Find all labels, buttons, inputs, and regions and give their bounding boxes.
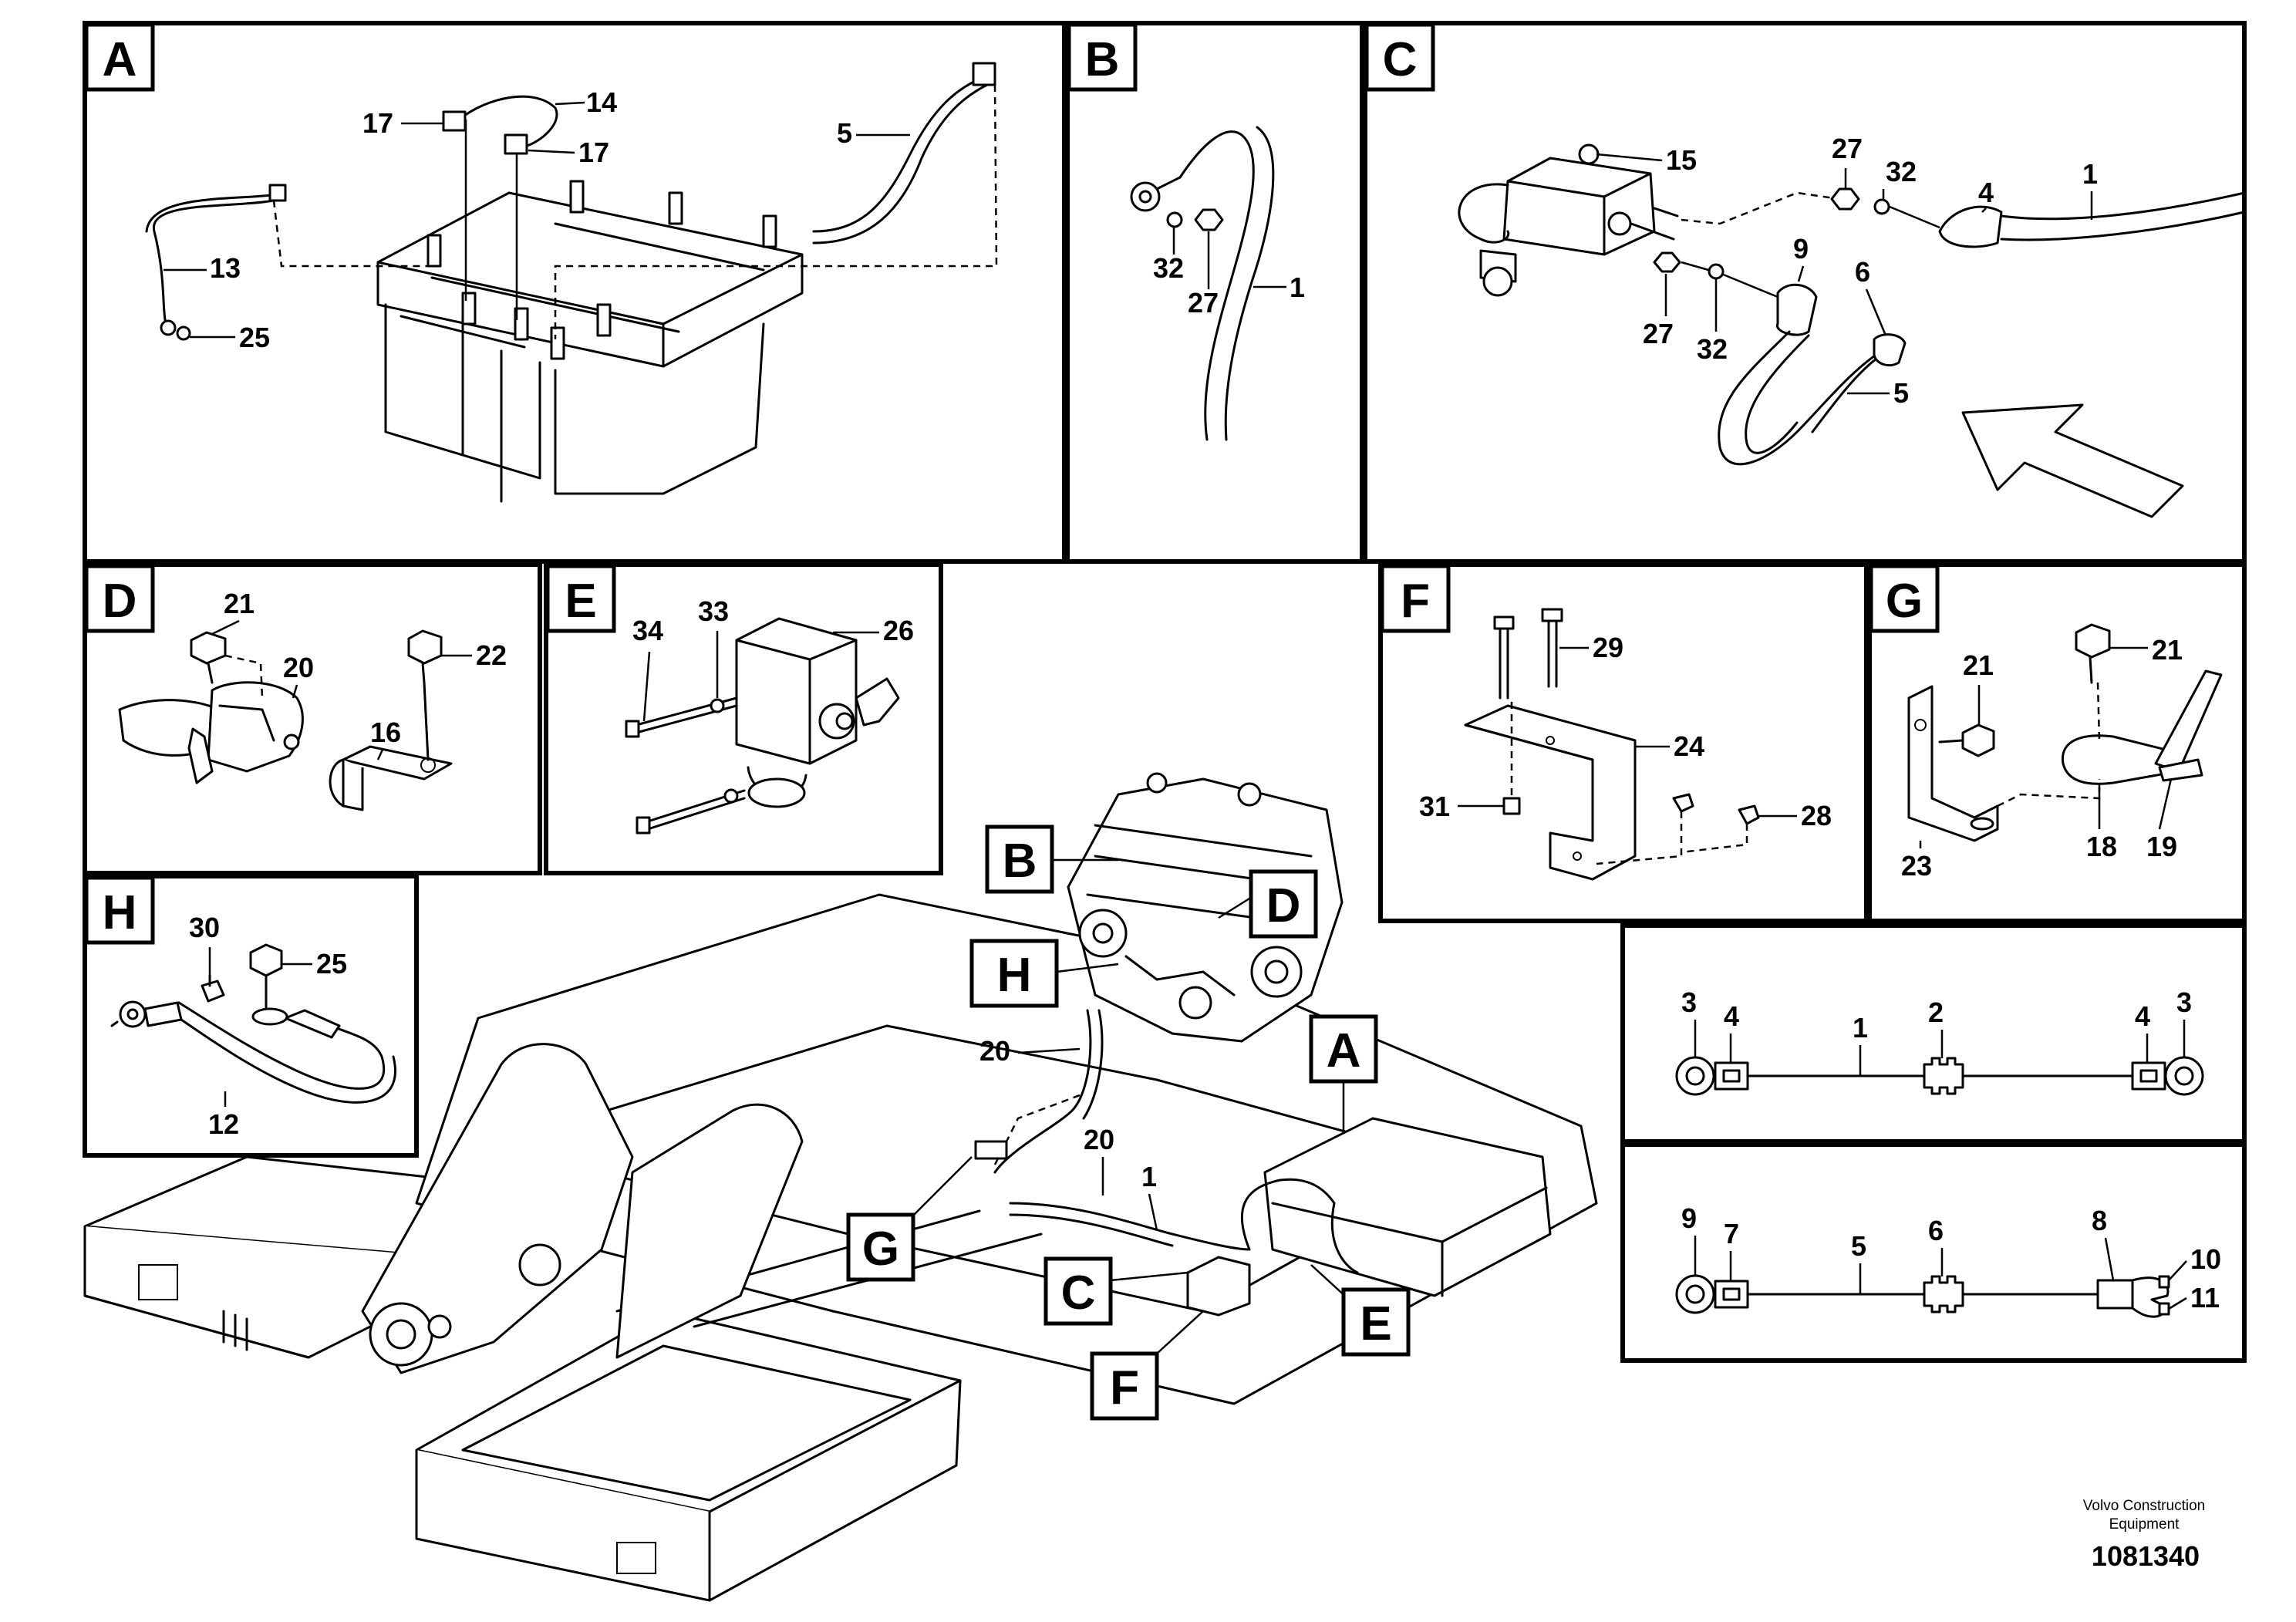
callout-20-d: 20 xyxy=(283,652,314,683)
callout-24: 24 xyxy=(1674,730,1704,762)
callout-8: 8 xyxy=(2092,1205,2107,1236)
section-f-label: F xyxy=(1401,575,1430,628)
panel-h-callouts: 30 25 12 xyxy=(189,912,347,1140)
callout-11: 11 xyxy=(2190,1282,2220,1313)
section-labels: A B C D E F G H B D H A G C E F xyxy=(84,22,1940,1421)
callout-32-lower: 32 xyxy=(1697,333,1728,365)
callout-2: 2 xyxy=(1928,996,1944,1028)
callout-1-c: 1 xyxy=(2082,158,2098,190)
panel-g-bracket-clamp xyxy=(1907,623,2223,842)
callout-7: 7 xyxy=(1724,1218,1739,1249)
callout-32-upper: 32 xyxy=(1886,156,1917,187)
cable-5-callouts: 9 7 5 6 8 10 11 xyxy=(1681,1202,2221,1313)
panel-b-cable-end xyxy=(1130,126,1275,441)
callout-33: 33 xyxy=(698,595,729,627)
callout-23: 23 xyxy=(1901,850,1932,882)
callout-9: 9 xyxy=(1681,1202,1697,1234)
footer: Volvo Construction Equipment 1081340 xyxy=(2083,1498,2205,1572)
panel-a-callouts: 17 14 17 5 13 25 xyxy=(164,86,910,353)
footer-company-line1: Volvo Construction xyxy=(2083,1498,2205,1514)
callout-22: 22 xyxy=(476,639,507,671)
callout-4-c: 4 xyxy=(1978,177,1994,208)
callout-10: 10 xyxy=(2190,1243,2221,1275)
panel-f-callouts: 29 24 31 28 xyxy=(1419,632,1832,831)
callout-1: 1 xyxy=(1290,271,1305,303)
callout-25: 25 xyxy=(239,322,270,353)
callout-30: 30 xyxy=(189,912,220,943)
callout-20-lower: 20 xyxy=(1084,1124,1114,1155)
callout-1-main: 1 xyxy=(1141,1161,1157,1192)
callout-25-h: 25 xyxy=(316,948,347,980)
callout-6-c: 6 xyxy=(1855,256,1870,288)
callout-20-upper: 20 xyxy=(979,1035,1010,1067)
panel-d-clamp xyxy=(118,629,453,811)
panel-h-ground-strap xyxy=(110,943,396,1104)
callout-3-left: 3 xyxy=(1681,986,1697,1018)
callout-13: 13 xyxy=(210,252,241,284)
callout-1-cable: 1 xyxy=(1853,1012,1868,1044)
drawing-number: 1081340 xyxy=(2092,1540,2200,1572)
callout-18: 18 xyxy=(2086,831,2117,862)
main-callout-c: C xyxy=(1061,1266,1096,1320)
callout-17a: 17 xyxy=(362,107,393,139)
callout-14: 14 xyxy=(586,86,617,118)
section-e-label: E xyxy=(565,575,596,628)
callout-5: 5 xyxy=(837,117,852,149)
callout-21-g-right: 21 xyxy=(2152,634,2183,666)
main-callout-a: A xyxy=(1327,1024,1361,1077)
panel-a-battery xyxy=(145,62,998,503)
callout-4-right: 4 xyxy=(2135,1000,2150,1032)
callout-19: 19 xyxy=(2146,831,2177,862)
main-callout-e: E xyxy=(1360,1297,1391,1351)
callout-21-g-left: 21 xyxy=(1963,649,1994,681)
footer-company-line2: Equipment xyxy=(2109,1516,2180,1533)
callout-4-left: 4 xyxy=(1724,1000,1739,1032)
callout-6: 6 xyxy=(1928,1215,1944,1246)
callout-17b: 17 xyxy=(578,137,609,168)
section-h-label: H xyxy=(103,886,137,939)
main-assembly xyxy=(83,772,1598,1602)
callout-9-c: 9 xyxy=(1793,233,1809,265)
panel-f-bracket xyxy=(1464,608,1760,881)
main-callout-g: G xyxy=(862,1222,899,1276)
section-a-label: A xyxy=(103,33,137,86)
callout-16: 16 xyxy=(370,717,401,748)
cable-1-schematic xyxy=(1675,1056,2204,1096)
section-c-label: C xyxy=(1383,33,1418,86)
panel-e-callouts: 34 33 26 xyxy=(632,595,914,722)
main-callout-f: F xyxy=(1110,1361,1139,1415)
callout-21-d: 21 xyxy=(224,588,255,619)
callout-27: 27 xyxy=(1188,287,1219,319)
callout-27-upper: 27 xyxy=(1832,133,1863,164)
panel-frames xyxy=(83,21,2247,1363)
callout-5-c: 5 xyxy=(1893,377,1909,409)
panel-c-callouts: 15 27 32 4 1 9 6 27 32 5 xyxy=(1596,133,2098,409)
callout-27-lower: 27 xyxy=(1643,318,1674,349)
section-d-label: D xyxy=(103,575,137,628)
main-callout-d: D xyxy=(1266,879,1301,932)
callout-12: 12 xyxy=(208,1108,239,1140)
cable-5-schematic xyxy=(1675,1274,2170,1318)
callout-34: 34 xyxy=(632,615,663,646)
panel-e-relay xyxy=(625,617,900,835)
callout-28: 28 xyxy=(1801,800,1832,831)
panel-g-callouts: 21 21 23 18 19 xyxy=(1901,634,2183,882)
cable-1-callouts: 3 4 1 2 4 3 xyxy=(1681,986,2192,1076)
callout-31: 31 xyxy=(1419,791,1450,822)
callout-26: 26 xyxy=(883,615,914,646)
panel-c-relay-and-cables xyxy=(1458,143,2246,518)
section-g-label: G xyxy=(1886,575,1923,628)
main-callout-b: B xyxy=(1003,835,1037,888)
main-callouts: 20 20 1 xyxy=(909,858,1358,1354)
section-b-label: B xyxy=(1085,33,1120,86)
callout-29: 29 xyxy=(1593,632,1623,663)
panel-d-callouts: 21 20 16 22 xyxy=(211,588,507,760)
callout-15: 15 xyxy=(1666,144,1697,176)
callout-3-right: 3 xyxy=(2176,986,2192,1018)
callout-5-cable: 5 xyxy=(1851,1230,1866,1262)
panel-b-callouts: 32 27 1 xyxy=(1153,228,1305,319)
callout-32: 32 xyxy=(1153,252,1184,284)
main-callout-h: H xyxy=(997,949,1032,1002)
